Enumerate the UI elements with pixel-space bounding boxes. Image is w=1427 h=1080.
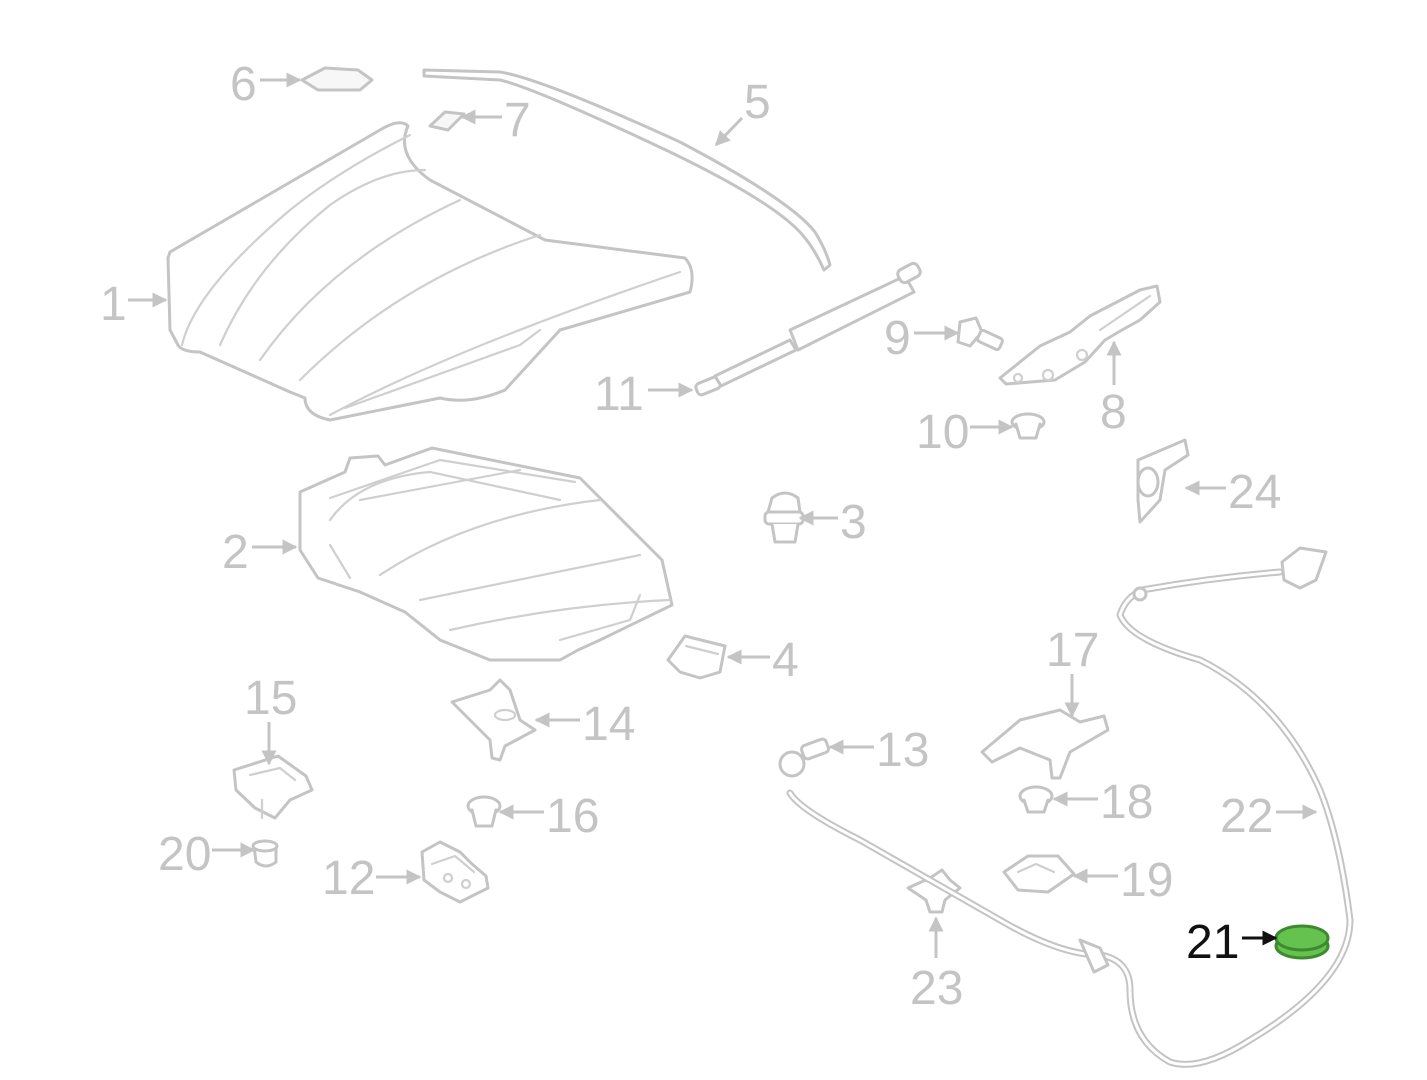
callout-14[interactable]: 14 bbox=[534, 698, 635, 751]
callout-23[interactable]: 23 bbox=[910, 916, 963, 1015]
part-11-gas-strut[interactable] bbox=[694, 261, 922, 397]
part-3-push-clip[interactable] bbox=[763, 491, 805, 544]
callout-label-10: 10 bbox=[916, 406, 969, 459]
callout-8[interactable]: 8 bbox=[1100, 340, 1127, 439]
part-19-handle[interactable] bbox=[1002, 854, 1076, 894]
callout-24[interactable]: 24 bbox=[1184, 466, 1281, 519]
callout-2[interactable]: 2 bbox=[222, 526, 298, 579]
callout-label-19: 19 bbox=[1120, 854, 1173, 907]
part-18-grommet[interactable] bbox=[1018, 785, 1054, 814]
callout-label-12: 12 bbox=[322, 852, 375, 905]
callout-label-3: 3 bbox=[840, 496, 867, 549]
part-13-bolt[interactable] bbox=[778, 737, 830, 778]
part-12-latch[interactable] bbox=[420, 840, 490, 904]
callout-19[interactable]: 19 bbox=[1072, 854, 1173, 907]
part-20-bumper[interactable] bbox=[251, 839, 279, 868]
part-8-hinge[interactable] bbox=[998, 284, 1162, 386]
part-9-bolt[interactable] bbox=[956, 316, 1004, 352]
part-10-grommet[interactable] bbox=[1010, 412, 1046, 440]
callout-label-4: 4 bbox=[772, 634, 799, 687]
callout-label-2: 2 bbox=[222, 526, 249, 579]
callout-label-1: 1 bbox=[100, 278, 127, 331]
callout-4[interactable]: 4 bbox=[726, 634, 799, 687]
callout-13[interactable]: 13 bbox=[828, 724, 929, 777]
callout-label-23: 23 bbox=[910, 962, 963, 1015]
part-1-hood-panel[interactable] bbox=[166, 121, 694, 422]
callout-label-14: 14 bbox=[582, 698, 635, 751]
callout-label-15: 15 bbox=[244, 672, 297, 725]
callout-3[interactable]: 3 bbox=[798, 496, 867, 549]
part-22-release-cable[interactable] bbox=[786, 546, 1354, 1068]
callout-20[interactable]: 20 bbox=[158, 828, 256, 881]
part-7-tab[interactable] bbox=[428, 110, 466, 132]
callout-6[interactable]: 6 bbox=[230, 58, 302, 111]
callout-10[interactable]: 10 bbox=[916, 406, 1014, 459]
callout-label-22: 22 bbox=[1220, 790, 1273, 843]
callout-label-7: 7 bbox=[504, 94, 531, 147]
callout-label-8: 8 bbox=[1100, 386, 1127, 439]
callout-9[interactable]: 9 bbox=[884, 312, 960, 365]
part-17-bracket[interactable] bbox=[980, 708, 1110, 780]
callout-18[interactable]: 18 bbox=[1052, 776, 1153, 829]
callout-label-11: 11 bbox=[594, 368, 644, 421]
part-5-seal-strip[interactable] bbox=[422, 68, 832, 272]
callout-16[interactable]: 16 bbox=[498, 790, 599, 843]
part-2-insulator-pad[interactable] bbox=[298, 446, 674, 662]
callout-22[interactable]: 22 bbox=[1220, 790, 1318, 843]
callout-15[interactable]: 15 bbox=[244, 672, 297, 766]
callout-17[interactable]: 17 bbox=[1046, 624, 1099, 718]
callout-12[interactable]: 12 bbox=[322, 852, 422, 905]
callout-11[interactable]: 11 bbox=[594, 368, 694, 421]
callout-label-13: 13 bbox=[876, 724, 929, 777]
callout-label-18: 18 bbox=[1100, 776, 1153, 829]
callout-label-16: 16 bbox=[546, 790, 599, 843]
part-21-cap[interactable] bbox=[1274, 924, 1330, 960]
part-16-grommet[interactable] bbox=[466, 795, 502, 828]
callout-5[interactable]: 5 bbox=[714, 76, 771, 147]
part-15-latch-support[interactable] bbox=[232, 754, 314, 820]
callout-label-20: 20 bbox=[158, 828, 211, 881]
part-24-bracket[interactable] bbox=[1136, 438, 1190, 524]
part-14-bracket[interactable] bbox=[450, 678, 537, 762]
part-6-pad[interactable] bbox=[300, 66, 374, 92]
callout-1[interactable]: 1 bbox=[100, 278, 168, 331]
callout-label-21: 21 bbox=[1186, 916, 1239, 969]
part-4-clip[interactable] bbox=[666, 634, 727, 680]
callout-label-9: 9 bbox=[884, 312, 911, 365]
callout-label-5: 5 bbox=[744, 76, 771, 129]
callout-label-24: 24 bbox=[1228, 466, 1281, 519]
callout-7[interactable]: 7 bbox=[460, 94, 531, 147]
callout-21[interactable]: 21 bbox=[1186, 916, 1278, 969]
callout-label-17: 17 bbox=[1046, 624, 1099, 677]
callout-label-6: 6 bbox=[230, 58, 257, 111]
